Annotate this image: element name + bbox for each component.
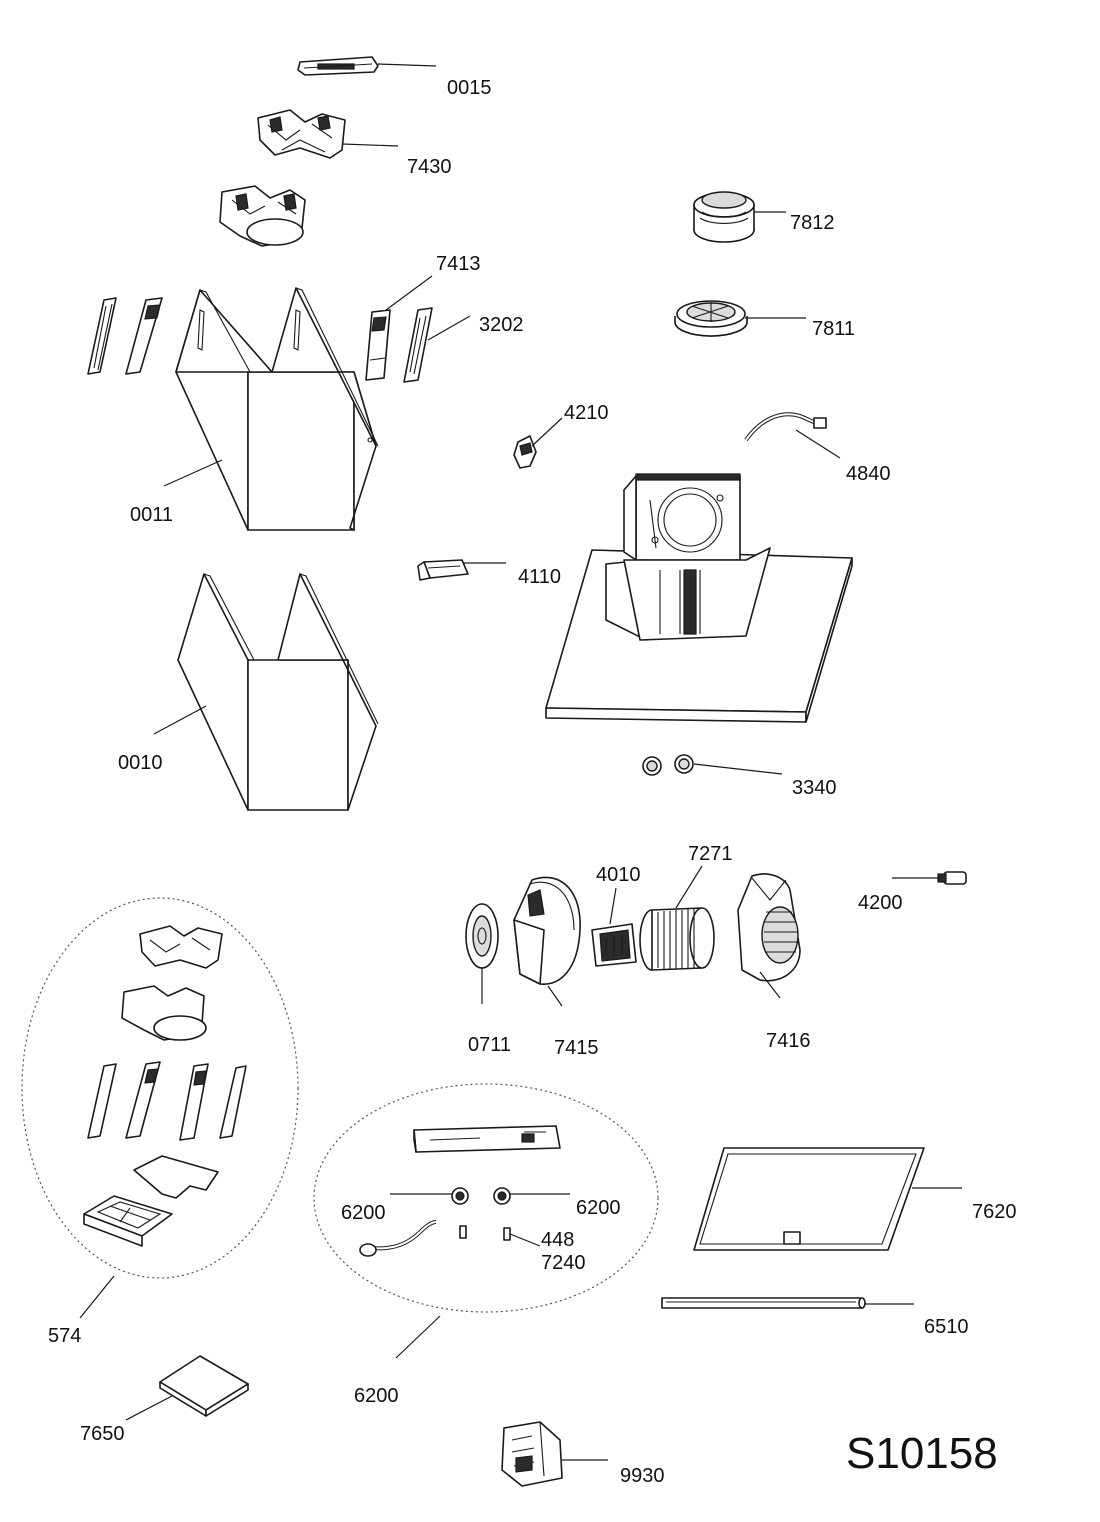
label-448: 448 (541, 1229, 574, 1251)
part-0015-bracket (297, 56, 379, 76)
label-6200-left: 6200 (341, 1202, 386, 1224)
label-7415: 7415 (554, 1037, 599, 1059)
label-6200-right: 6200 (576, 1197, 621, 1219)
label-0011: 0011 (130, 504, 173, 526)
part-4010-motor (591, 923, 637, 967)
part-4200-bulb (937, 871, 967, 885)
part-4840-cable (744, 412, 827, 442)
part-3202-rail (403, 307, 433, 383)
label-7812: 7812 (790, 212, 835, 234)
part-left-clip (125, 297, 163, 375)
part-7812-collar (693, 191, 755, 243)
label-7240: 7240 (541, 1252, 586, 1274)
label-0711: 0711 (468, 1034, 511, 1056)
label-0015: 0015 (447, 77, 492, 99)
part-left-rail (87, 297, 117, 375)
part-7413-clip (365, 309, 391, 381)
part-6510-rod (661, 1297, 866, 1309)
part-0011-upper-chimney (175, 287, 379, 531)
label-7620: 7620 (972, 1201, 1017, 1223)
label-3340: 3340 (792, 777, 837, 799)
label-7416: 7416 (766, 1030, 811, 1052)
part-7271-impeller (639, 907, 715, 971)
part-7416-housing (737, 873, 801, 982)
label-4010: 4010 (596, 864, 641, 886)
part-7811-filter (674, 300, 748, 337)
label-6510: 6510 (924, 1316, 969, 1338)
label-4210: 4210 (564, 402, 609, 424)
group-574 (21, 897, 299, 1279)
part-7620-glass (693, 1147, 925, 1251)
label-7271: 7271 (688, 843, 733, 865)
label-7413: 7413 (436, 253, 481, 275)
label-0010: 0010 (118, 752, 163, 774)
label-9930: 9930 (620, 1465, 665, 1487)
part-7650-booklet (159, 1355, 249, 1417)
label-7811: 7811 (812, 318, 855, 340)
label-7650: 7650 (80, 1423, 125, 1445)
part-0711-plate (465, 903, 499, 969)
part-0010-lower-chimney (177, 573, 379, 811)
label-7430: 7430 (407, 156, 452, 178)
label-3202: 3202 (479, 314, 524, 336)
diagram-code: S10158 (846, 1429, 998, 1478)
part-7430-bracket (257, 109, 346, 159)
group-6200 (313, 1083, 659, 1313)
label-4110: 4110 (518, 566, 561, 588)
part-3340-caps (642, 754, 694, 776)
label-6200-group: 6200 (354, 1385, 399, 1407)
part-hood-body (545, 473, 853, 723)
label-4840: 4840 (846, 463, 891, 485)
part-7415-housing (513, 876, 581, 985)
label-574: 574 (48, 1325, 81, 1347)
part-4110-box (417, 559, 469, 581)
part-lower-bracket (219, 185, 306, 247)
label-4200: 4200 (858, 892, 903, 914)
part-9930-bag (501, 1421, 563, 1487)
part-4210-switch (513, 435, 537, 469)
